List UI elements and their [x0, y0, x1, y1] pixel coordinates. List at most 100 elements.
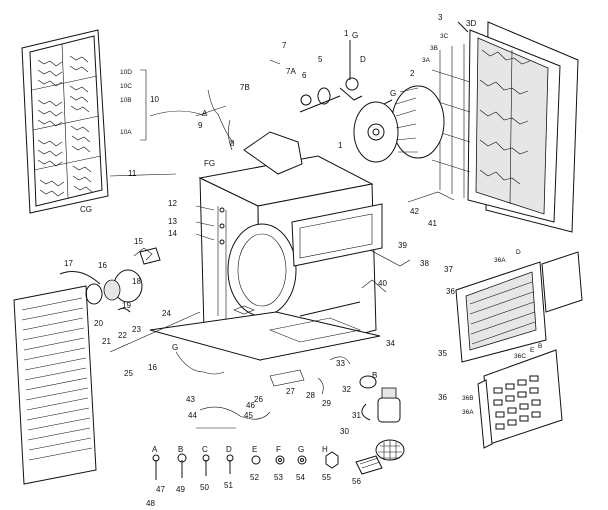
label-part-33: 33	[336, 359, 345, 368]
label-part-cg: CG	[80, 205, 92, 214]
part-labels: G 1 1 2 3 3D 3C 3B 3A G 5 6 D 7 7A 7B A …	[64, 13, 542, 436]
label-part-3: 3	[438, 13, 443, 22]
label-part-30: 30	[340, 427, 349, 436]
louver-grille-36b	[477, 349, 563, 449]
hw-letter-d: D	[226, 445, 232, 454]
side-panel-right	[431, 21, 579, 233]
label-part-10d: 10D	[120, 69, 132, 76]
label-part-20: 20	[94, 319, 103, 328]
label-part-32: 32	[342, 385, 351, 394]
front-grille-panel	[13, 285, 97, 485]
hw-num-56: 56	[352, 477, 361, 486]
label-part-7a: 7A	[286, 67, 296, 76]
label-part-14: 14	[168, 229, 177, 238]
label-part-9: 9	[198, 121, 203, 130]
label-part-36b: 36B	[462, 395, 474, 402]
hw-num-50: 50	[200, 483, 209, 492]
hw-letter-f: F	[276, 445, 281, 454]
label-part-40: 40	[378, 279, 387, 288]
label-part-10b: 10B	[120, 97, 132, 104]
label-part-3b: 3B	[430, 45, 438, 52]
main-cabinet	[198, 131, 383, 361]
pump-assembly	[359, 375, 405, 461]
label-part-21: 21	[102, 337, 111, 346]
label-part-27: 27	[286, 387, 295, 396]
hardware-parts	[152, 451, 383, 480]
label-part-17: 17	[64, 259, 73, 268]
label-part-12: 12	[168, 199, 177, 208]
label-part-g-center: G	[172, 343, 178, 352]
label-part-3c: 3C	[440, 33, 449, 40]
label-part-36b-top: B	[538, 343, 542, 350]
label-part-b-pump: B	[372, 371, 377, 380]
label-part-36: 36	[446, 287, 455, 296]
label-part-10: 10	[150, 95, 159, 104]
label-part-29: 29	[322, 399, 331, 408]
label-part-22: 22	[118, 331, 127, 340]
label-part-38: 38	[420, 259, 429, 268]
hw-letter-g: G	[298, 445, 304, 454]
hw-num-53: 53	[274, 473, 283, 482]
label-part-43: 43	[186, 395, 195, 404]
label-part-23: 23	[132, 325, 141, 334]
side-panel-left	[21, 29, 147, 214]
louver-grille-36	[455, 251, 583, 363]
label-part-42: 42	[410, 207, 419, 216]
hw-num-47: 47	[156, 485, 165, 494]
base-pan	[149, 301, 381, 361]
label-part-37: 37	[444, 265, 453, 274]
label-part-26: 26	[254, 395, 263, 404]
label-part-d-top: D	[360, 55, 366, 64]
label-part-35: 35	[438, 349, 447, 358]
label-part-18: 18	[132, 277, 141, 286]
label-part-36c: 36C	[514, 353, 526, 360]
hw-letter-e: E	[252, 445, 257, 454]
label-part-41: 41	[428, 219, 437, 228]
label-part-7b: 7B	[240, 83, 250, 92]
label-part-24: 24	[162, 309, 171, 318]
blower-wheel	[353, 85, 445, 163]
hw-letter-b: B	[178, 445, 183, 454]
label-part-46: 46	[246, 401, 255, 410]
label-part-fg: FG	[204, 159, 215, 168]
label-part-34: 34	[386, 339, 395, 348]
leader-lines	[109, 59, 455, 429]
label-part-36d: D	[516, 249, 521, 256]
label-part-a-top: A	[202, 109, 208, 118]
label-part-36e: E	[530, 347, 535, 354]
label-part-g-fan: G	[390, 89, 396, 98]
label-part-7: 7	[282, 41, 287, 50]
label-part-15: 15	[134, 237, 143, 246]
label-part-16: 16	[98, 261, 107, 270]
label-part-36-lower: 36	[438, 393, 447, 402]
label-part-11: 11	[128, 169, 137, 178]
label-part-6: 6	[302, 71, 307, 80]
label-part-5: 5	[318, 55, 323, 64]
label-part-44: 44	[188, 411, 197, 420]
motor-assembly	[59, 247, 161, 313]
hardware-labels: A B C D E F G H 47 49 50 51 52 53 54 55 …	[146, 445, 361, 508]
label-part-10a: 10A	[120, 129, 132, 136]
label-part-39: 39	[398, 241, 407, 250]
hw-num-54: 54	[296, 473, 305, 482]
label-part-3d: 3D	[466, 19, 476, 28]
label-part-10c: 10C	[120, 83, 132, 90]
label-part-13: 13	[168, 217, 177, 226]
label-part-3a: 3A	[422, 57, 431, 64]
label-part-2: 2	[410, 69, 415, 78]
hw-letter-c: C	[202, 445, 208, 454]
filter-pad-texture	[37, 55, 93, 197]
hw-num-55: 55	[322, 473, 331, 482]
label-part-25: 25	[124, 369, 133, 378]
hw-letter-a: A	[152, 445, 158, 454]
hw-num-49: 49	[176, 485, 185, 494]
label-part-8: 8	[230, 139, 235, 148]
hw-num-51: 51	[224, 481, 233, 490]
label-part-36a: 36A	[494, 257, 506, 264]
label-part-36a-lower: 36A	[462, 409, 474, 416]
label-part-31: 31	[352, 411, 361, 420]
label-part-28: 28	[306, 391, 315, 400]
label-part-16b: 16	[148, 363, 157, 372]
label-part-1b: 1	[338, 141, 343, 150]
